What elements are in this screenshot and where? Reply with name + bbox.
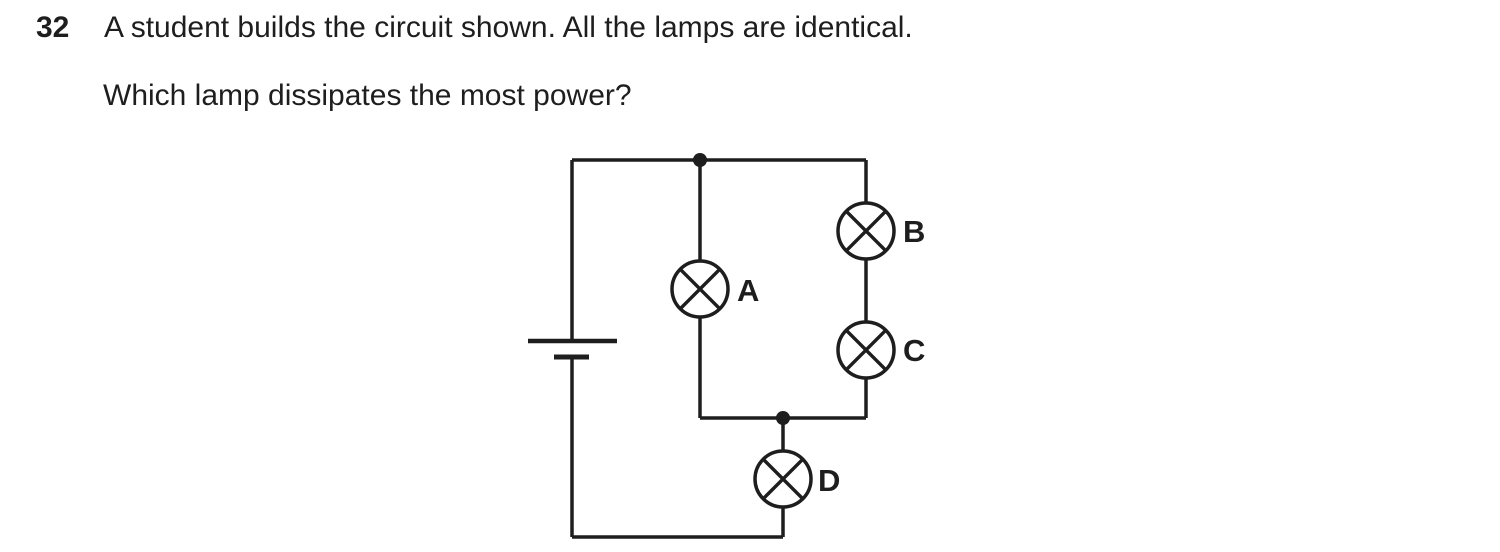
lamp-label-d: D (818, 463, 840, 498)
lamp-b-cross (844, 209, 888, 253)
lamp-a-cross (678, 267, 722, 311)
junction-dot-bottom (776, 411, 790, 425)
lamp-c-icon (836, 320, 896, 380)
lamp-d-cross (761, 457, 805, 501)
lamp-c-cross (844, 328, 888, 372)
junction-dot-top (693, 153, 707, 167)
lamp-b-icon (836, 201, 896, 261)
lamp-label-c: C (903, 333, 925, 368)
lamp-d-icon (753, 449, 813, 509)
lamp-a-icon (670, 259, 730, 319)
question-prompt: Which lamp dissipates the most power? (103, 79, 632, 112)
battery-icon (528, 338, 617, 360)
lamp-label-a: A (737, 273, 759, 308)
lamp-label-b: B (903, 214, 925, 249)
question-number: 32 (36, 11, 70, 44)
question-text: A student builds the circuit shown. All … (104, 11, 913, 44)
